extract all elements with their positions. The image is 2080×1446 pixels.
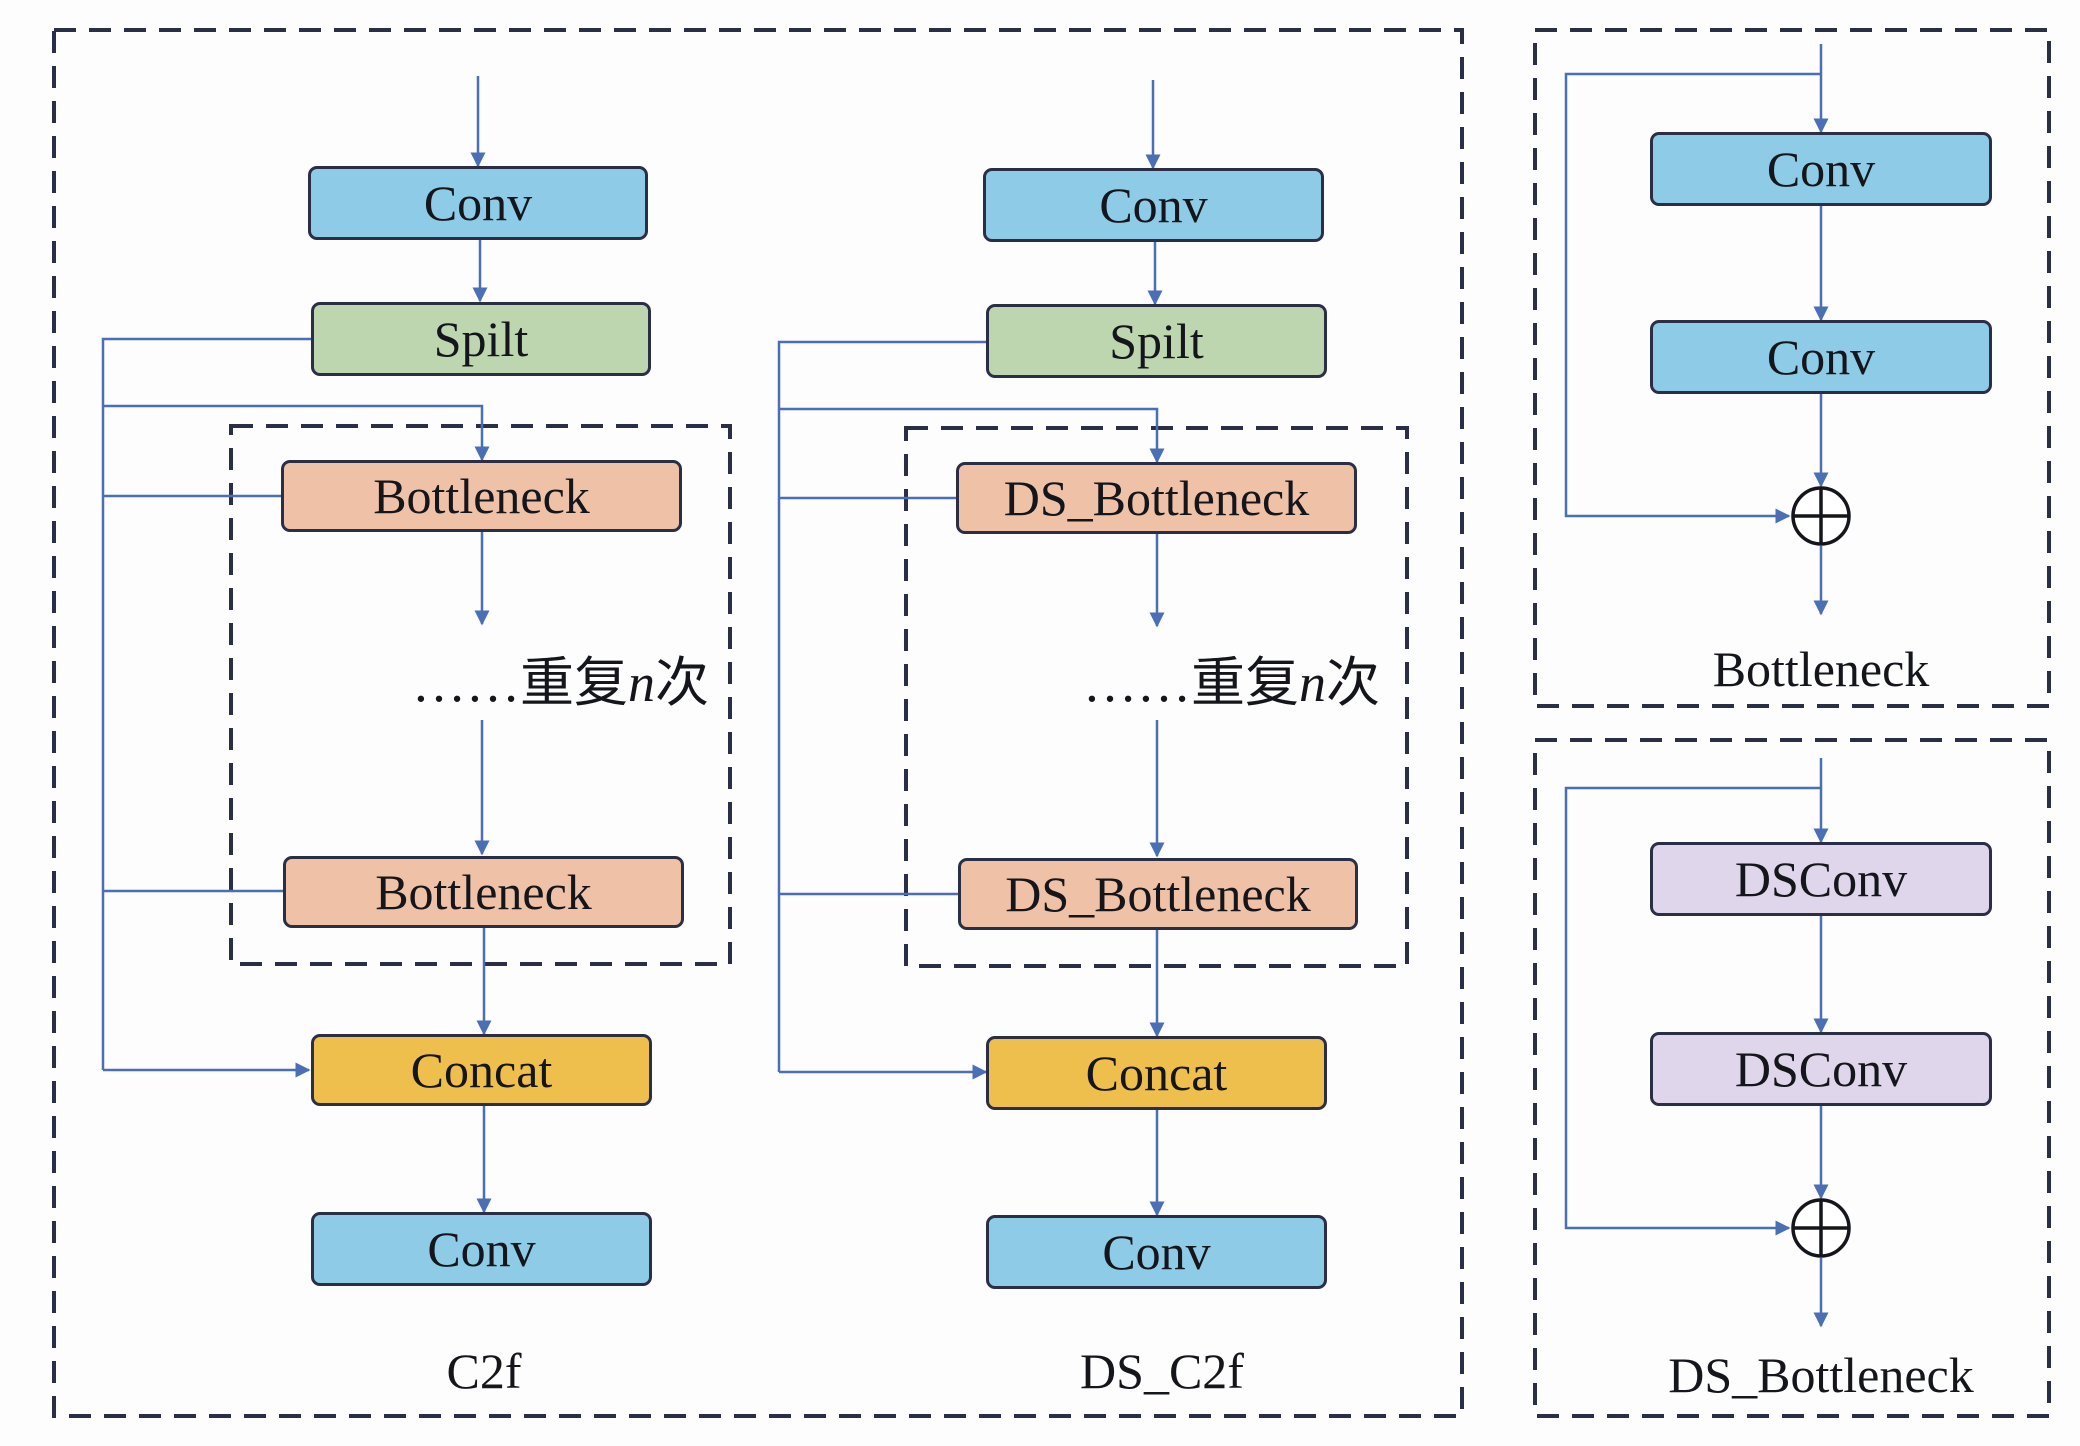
c2f-repeat-group-frame xyxy=(229,424,732,966)
bottleneck-conv-1-block: Conv xyxy=(1650,132,1992,206)
c2f-bottleneck-last-block: Bottleneck xyxy=(283,856,684,928)
bottleneck-connectors xyxy=(1564,44,1829,616)
ds-c2f-connectors xyxy=(777,80,1165,1217)
c2f-panel-frame xyxy=(52,28,1464,1418)
ds-c2f-repeat-annotation: ……重复n次 xyxy=(1083,653,1380,713)
bottleneck-conv-2-block: Conv xyxy=(1650,320,1992,394)
c2f-split-block: Spilt xyxy=(311,302,651,376)
c2f-conv-top-block: Conv xyxy=(308,166,648,240)
ds-c2f-split-block: Spilt xyxy=(986,304,1327,378)
c2f-bottleneck-first-block: Bottleneck xyxy=(281,460,682,532)
ds-c2f-bottleneck-first-block: DS_Bottleneck xyxy=(956,462,1357,534)
add-circle-icon xyxy=(1791,486,1851,546)
ds-bottleneck-panel-frame xyxy=(1533,738,2051,1418)
c2f-conv-bottom-block: Conv xyxy=(311,1212,652,1286)
ds-c2f-panel-title: DS_C2f xyxy=(1080,1343,1244,1399)
c2f-panel-title: C2f xyxy=(446,1343,522,1399)
ds-bottleneck-connectors xyxy=(1564,758,1829,1328)
bottleneck-panel-title: Bottleneck xyxy=(1712,641,1930,697)
ds-bottleneck-panel-title: DS_Bottleneck xyxy=(1668,1347,1974,1403)
ds-bottleneck-dsconv-1-block: DSConv xyxy=(1650,842,1992,916)
ds-c2f-bottleneck-last-block: DS_Bottleneck xyxy=(958,858,1358,930)
ds-c2f-concat-block: Concat xyxy=(986,1036,1327,1110)
add-circle-icon xyxy=(1791,1198,1851,1258)
c2f-concat-block: Concat xyxy=(311,1034,652,1106)
ds-bottleneck-dsconv-2-block: DSConv xyxy=(1650,1032,1992,1106)
ds-c2f-conv-top-block: Conv xyxy=(983,168,1324,242)
c2f-connectors xyxy=(101,76,492,1214)
ds-c2f-conv-bottom-block: Conv xyxy=(986,1215,1327,1289)
c2f-repeat-annotation: ……重复n次 xyxy=(412,653,709,713)
bottleneck-panel-frame xyxy=(1533,28,2051,708)
